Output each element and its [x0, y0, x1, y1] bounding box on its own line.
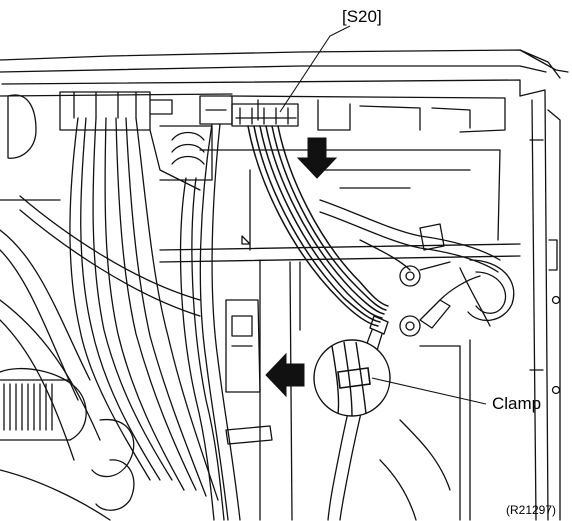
s20-leader-line	[279, 25, 351, 113]
figure-id-label: (R21297)	[506, 503, 556, 517]
left-components	[0, 91, 233, 201]
arrow-left-icon	[265, 352, 305, 398]
unit-body	[259, 259, 471, 521]
s20-label: [S20]	[342, 7, 382, 26]
wire-harness-center	[179, 123, 273, 521]
arrow-down-icon	[296, 137, 338, 179]
rear-box	[159, 95, 521, 263]
bottom-left-coil	[0, 367, 135, 521]
right-frame	[519, 89, 561, 521]
wire-harness-right	[319, 199, 515, 337]
s20-harness	[247, 125, 389, 327]
top-panel	[0, 49, 569, 97]
clamp-leader-line	[371, 377, 487, 405]
s20-connector	[231, 103, 299, 127]
clamp-label: Clamp	[492, 394, 541, 413]
clamp-detail-circle	[313, 339, 391, 417]
wire-harness-left	[0, 117, 219, 501]
